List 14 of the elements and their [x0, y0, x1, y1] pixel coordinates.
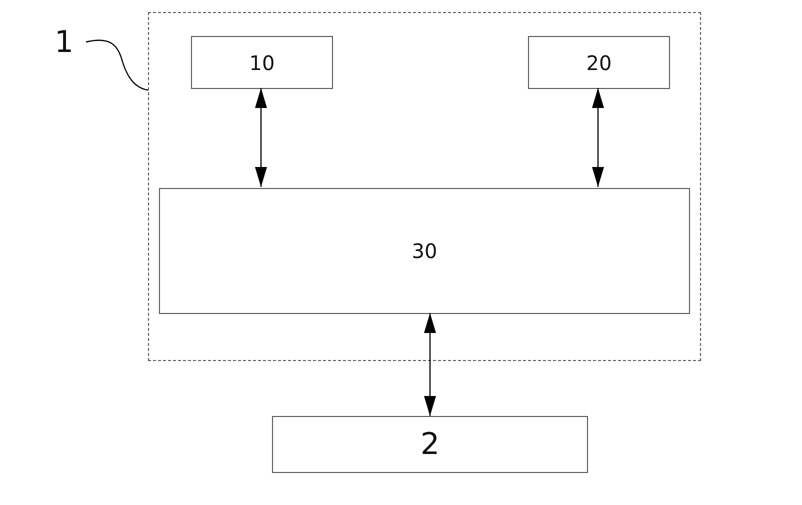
dashed-boundary-box [148, 12, 701, 361]
arrow [592, 88, 604, 187]
box-label: 30 [412, 239, 438, 263]
box-label: 10 [249, 50, 275, 74]
leader-line [86, 40, 148, 91]
component-box [191, 36, 333, 89]
component-box [159, 188, 690, 314]
arrow [424, 313, 436, 416]
arrow [255, 88, 267, 187]
component-box [272, 416, 588, 473]
component-box [528, 36, 670, 89]
reference-numeral: 1 [54, 24, 74, 60]
box-label: 20 [586, 50, 612, 74]
box-label: 2 [420, 427, 440, 462]
